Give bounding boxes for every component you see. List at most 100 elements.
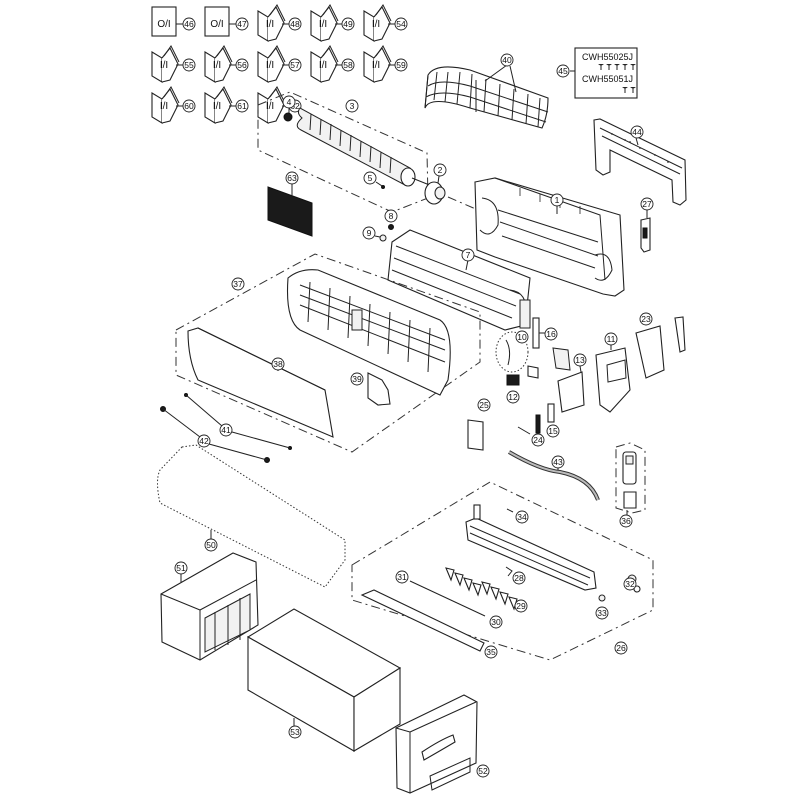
sensor-bracket [674, 316, 686, 353]
svg-text:36: 36 [621, 516, 631, 526]
svg-text:63: 63 [287, 173, 297, 183]
document-type-label: I/I [266, 19, 274, 30]
callout-59[interactable]: 59 [394, 58, 408, 72]
callout-31[interactable]: 31 [395, 570, 409, 584]
svg-text:61: 61 [237, 101, 247, 111]
callout-1[interactable]: 1 [550, 193, 564, 207]
svg-text:8: 8 [389, 211, 394, 221]
bearing-4 [283, 112, 293, 122]
screw-34: 34 [506, 508, 529, 524]
callout-42[interactable]: 42 [197, 434, 211, 448]
svg-text:30: 30 [491, 617, 501, 627]
stepping-motor-32: 32 [623, 574, 641, 593]
callout-24[interactable]: 24 [531, 433, 545, 447]
callout-52[interactable]: 52 [476, 764, 490, 778]
callout-48[interactable]: 48 [288, 17, 302, 31]
svg-text:15: 15 [548, 426, 558, 436]
callout-50[interactable]: 50 [204, 538, 218, 552]
evaporator-7: 7 [387, 229, 531, 331]
callout-36[interactable]: 36 [619, 514, 633, 528]
callout-41[interactable]: 41 [219, 423, 233, 437]
screw-icon [598, 64, 604, 70]
callout-55[interactable]: 55 [182, 58, 196, 72]
callout-29[interactable]: 29 [514, 599, 528, 613]
remote-control-group-36: 36 [615, 442, 646, 528]
svg-text:51: 51 [176, 563, 186, 573]
callout-34[interactable]: 34 [515, 510, 529, 524]
callout-46[interactable]: 46 [182, 17, 196, 31]
callout-10[interactable]: 10 [515, 330, 529, 344]
callout-27[interactable]: 27 [640, 197, 654, 211]
document-56: I/I 56 [204, 45, 249, 83]
callout-49[interactable]: 49 [341, 17, 355, 31]
callout-47[interactable]: 47 [235, 17, 249, 31]
screw-5 [381, 185, 385, 189]
callout-38[interactable]: 38 [271, 357, 285, 371]
packing-cover-50: 50 [157, 444, 346, 588]
air-filter-40: 40 [424, 53, 549, 129]
document-type-label: I/I [213, 60, 221, 71]
callout-25[interactable]: 25 [477, 398, 491, 412]
callout-44[interactable]: 44 [630, 125, 644, 139]
callout-16[interactable]: 16 [544, 327, 558, 341]
document-48: I/I 48 [257, 4, 302, 42]
fan-motor-2: 2 [424, 163, 479, 211]
callout-30[interactable]: 30 [489, 615, 503, 629]
callout-2[interactable]: 2 [433, 163, 447, 177]
callout-11[interactable]: 11 [604, 332, 618, 346]
callout-57[interactable]: 57 [288, 58, 302, 72]
document-type-label: I/I [319, 60, 327, 71]
callout-40[interactable]: 40 [500, 53, 514, 67]
screw-icon [630, 64, 636, 70]
callout-8[interactable]: 8 [384, 209, 398, 223]
callout-58[interactable]: 58 [341, 58, 355, 72]
svg-text:44: 44 [632, 127, 642, 137]
document-type-label: O/I [157, 19, 170, 30]
svg-text:41: 41 [221, 425, 231, 435]
callout-26[interactable]: 26 [614, 641, 628, 655]
callout-32[interactable]: 32 [623, 577, 637, 591]
callout-51[interactable]: 51 [174, 561, 188, 575]
callout-4[interactable]: 4 [282, 95, 296, 109]
callout-45[interactable]: 45 [556, 64, 570, 78]
deodorizing-filter-63: 63 [267, 171, 313, 237]
callout-28[interactable]: 28 [512, 571, 526, 585]
callout-9[interactable]: 9 [362, 226, 376, 240]
callout-15[interactable]: 15 [546, 424, 560, 438]
callout-35[interactable]: 35 [484, 645, 498, 659]
part-27-clip: 27 [640, 197, 654, 253]
callout-33[interactable]: 33 [595, 606, 609, 620]
louver-blade [490, 586, 500, 601]
svg-text:3: 3 [350, 101, 355, 111]
callout-54[interactable]: 54 [394, 17, 408, 31]
callout-53[interactable]: 53 [288, 725, 302, 739]
svg-text:32: 32 [625, 579, 635, 589]
kit-code-1: CWH55025J [582, 52, 633, 62]
svg-text:16: 16 [546, 329, 556, 339]
callout-39[interactable]: 39 [350, 372, 364, 386]
connecting-bar-30-31: 31 30 [395, 570, 503, 629]
callout-43[interactable]: 43 [551, 455, 565, 469]
callout-61[interactable]: 61 [235, 99, 249, 113]
kit-code-2: CWH55051J [582, 74, 633, 84]
svg-text:24: 24 [533, 435, 543, 445]
screw-kit-45: CWH55025J CWH55051J 45 [556, 47, 638, 99]
callout-12[interactable]: 12 [506, 390, 520, 404]
callout-7[interactable]: 7 [461, 248, 475, 262]
callout-5[interactable]: 5 [363, 171, 377, 185]
svg-text:9: 9 [367, 228, 372, 238]
svg-text:52: 52 [478, 766, 488, 776]
callout-23[interactable]: 23 [639, 312, 653, 326]
svg-text:11: 11 [607, 334, 616, 344]
louver-blade [445, 567, 455, 582]
front-grille-group-37: 37 [175, 253, 481, 453]
callout-56[interactable]: 56 [235, 58, 249, 72]
callout-60[interactable]: 60 [182, 99, 196, 113]
callout-63[interactable]: 63 [285, 171, 299, 185]
callout-13[interactable]: 13 [573, 353, 587, 367]
svg-text:58: 58 [343, 60, 353, 70]
callout-37[interactable]: 37 [231, 277, 245, 291]
callout-3[interactable]: 3 [345, 99, 359, 113]
